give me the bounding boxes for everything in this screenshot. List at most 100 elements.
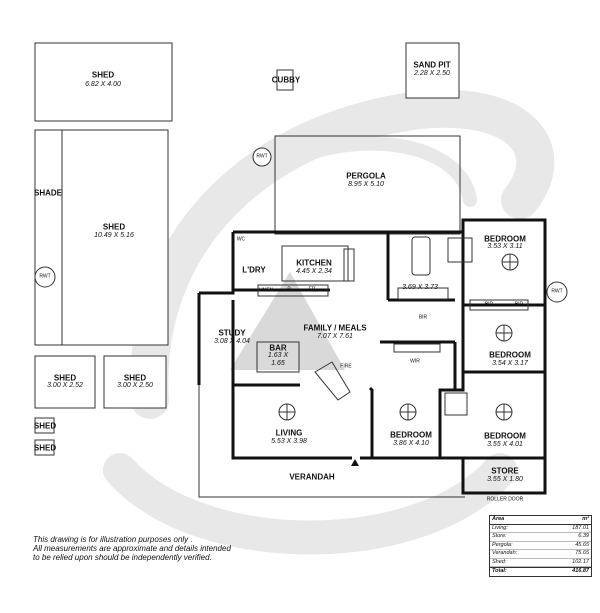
shed-big-dims: 10.49 X 5.16 xyxy=(94,232,134,239)
kitchen-bench xyxy=(281,245,349,282)
area-header-unit: m² xyxy=(582,516,589,522)
area-row-value: 75.65 xyxy=(575,550,589,556)
area-row: Verandah: 75.65 xyxy=(490,550,591,559)
shed-tiny-1 xyxy=(34,417,55,434)
entry-arrow xyxy=(351,459,359,466)
rwt-circle-2 xyxy=(34,266,56,288)
wc-label: WC xyxy=(236,236,246,243)
area-total-label: Total: xyxy=(492,568,507,574)
bar-outline xyxy=(256,341,300,373)
area-row-label: Store: xyxy=(492,533,507,539)
area-total-value: 416.87 xyxy=(572,568,589,574)
disclaimer-text: This drawing is for illustration purpose… xyxy=(33,535,231,562)
pergola-outline xyxy=(274,135,461,235)
disclaimer-line-2: All measurements are approximate and det… xyxy=(33,544,231,553)
ensuite-shower xyxy=(444,392,468,416)
shed-small-1-label: SHED xyxy=(53,373,77,383)
area-row-value: 102.17 xyxy=(572,558,589,565)
living-label: LIVING xyxy=(275,428,303,438)
shed-tiny-2-label: SHED xyxy=(33,443,57,453)
disclaimer-line-1: This drawing is for illustration purpose… xyxy=(33,535,193,544)
bar-label: BAR xyxy=(269,343,287,353)
pantry-label: P xyxy=(287,286,291,293)
ldry-label: L'DRY xyxy=(242,265,266,275)
pergola-dims: 8.95 X 5.10 xyxy=(348,181,384,188)
bedroom-low-dims: 3.86 X 4.10 xyxy=(393,440,429,447)
area-row-label: Shed: xyxy=(492,558,507,565)
sand-pit xyxy=(405,42,460,99)
bedroom-right-dims: 3.55 X 4.01 xyxy=(487,441,523,448)
area-header-label: Area xyxy=(492,516,505,522)
area-table-header: Area m² xyxy=(490,516,591,525)
area-row: Living: 187.01 xyxy=(490,524,591,533)
pergola-label: PERGOLA xyxy=(346,171,386,181)
wir-box xyxy=(393,343,441,353)
shed-small-2-dims: 3.00 X 2.50 xyxy=(117,382,153,389)
shed-tiny-1-label: SHED xyxy=(33,421,57,431)
fire-label: FIRE xyxy=(340,363,352,370)
ceiling-fans xyxy=(278,253,519,421)
area-row: Store: 6.39 xyxy=(490,533,591,542)
area-row-value: 45.65 xyxy=(575,541,589,548)
linen-cupboard xyxy=(257,284,329,297)
living-dims: 5.53 X 3.98 xyxy=(271,438,307,445)
verandah-label: VERANDAH xyxy=(289,472,335,482)
grey-cutout xyxy=(230,272,345,370)
kitchen-island xyxy=(343,248,355,282)
study-label: STUDY xyxy=(218,328,246,338)
wir-label: WIR xyxy=(410,358,420,365)
fireplace xyxy=(314,361,351,401)
house-walls xyxy=(197,218,547,460)
shed-tiny-2 xyxy=(34,439,55,456)
family-dims: 7.07 X 7.61 xyxy=(317,333,353,340)
bedroom-top-dims: 3.53 X 3.11 xyxy=(487,243,523,250)
kitchen-dims: 4.45 X 2.34 xyxy=(296,268,332,275)
fridge-label: FR xyxy=(308,286,316,293)
rwt-label-2: RWT xyxy=(39,273,51,280)
rwt-circle-1 xyxy=(252,147,272,167)
shed-big xyxy=(61,129,169,346)
shed-big-label: SHED xyxy=(102,222,126,232)
sand-pit-dims: 2.28 X 2.50 xyxy=(414,70,450,77)
family-label: FAMILY / MEALS xyxy=(303,323,367,333)
area-total-row: Total: 416.87 xyxy=(490,567,591,576)
bedroom-mid-dims: 3.54 X 3.17 xyxy=(492,360,528,367)
vanity xyxy=(397,287,449,300)
disclaimer-line-3: to be relied upon should be independentl… xyxy=(33,553,212,562)
shed-top-label: SHED xyxy=(91,70,115,80)
rwt-label-1: RWT xyxy=(256,153,268,160)
area-row-label: Verandah: xyxy=(492,550,518,556)
bedroom-mid-label: BEDROOM xyxy=(489,350,531,360)
area-row-value: 187.01 xyxy=(572,524,589,531)
shed-top xyxy=(34,42,173,122)
study-dims: 3.08 X 4.04 xyxy=(214,338,250,345)
bar-dims-2: 1.65 xyxy=(271,360,285,367)
bedroom-top-label: BEDROOM xyxy=(484,234,526,244)
rwt-label-3: RWT xyxy=(551,288,563,295)
area-table: Area m² Living: 187.01 Store: 6.39 Pergo… xyxy=(489,515,592,577)
roller-door-label: ROLLER DOOR xyxy=(486,496,524,503)
shed-small-1 xyxy=(34,355,96,409)
shed-small-2 xyxy=(103,355,167,409)
bedroom-right-label: BEDROOM xyxy=(484,431,526,441)
rwt-circle-3 xyxy=(546,281,568,303)
shade-label: SHADE xyxy=(33,188,63,198)
area-row-value: 6.39 xyxy=(578,533,589,539)
shed-top-dims: 6.82 X 4.00 xyxy=(85,81,121,88)
bathtub xyxy=(411,236,431,276)
shed-small-1-dims: 3.00 X 2.52 xyxy=(47,382,83,389)
bir-label-1: BIR xyxy=(484,301,494,308)
bath-dims: 3.69 X 3.73 xyxy=(402,284,438,291)
area-row: Pergola: 45.65 xyxy=(490,541,591,550)
shower xyxy=(447,237,473,263)
area-row-label: Living: xyxy=(492,524,508,531)
store-room xyxy=(461,456,547,495)
bar-dims-1: 1.63 X xyxy=(267,352,289,359)
bir-label-bath: BIR xyxy=(418,314,428,321)
area-row: Shed: 102.17 xyxy=(490,558,591,567)
linen-label: LINEN xyxy=(258,287,274,294)
cubby xyxy=(276,69,294,91)
bir-box xyxy=(469,299,529,311)
store-dims: 3.55 X 1.80 xyxy=(487,476,523,483)
